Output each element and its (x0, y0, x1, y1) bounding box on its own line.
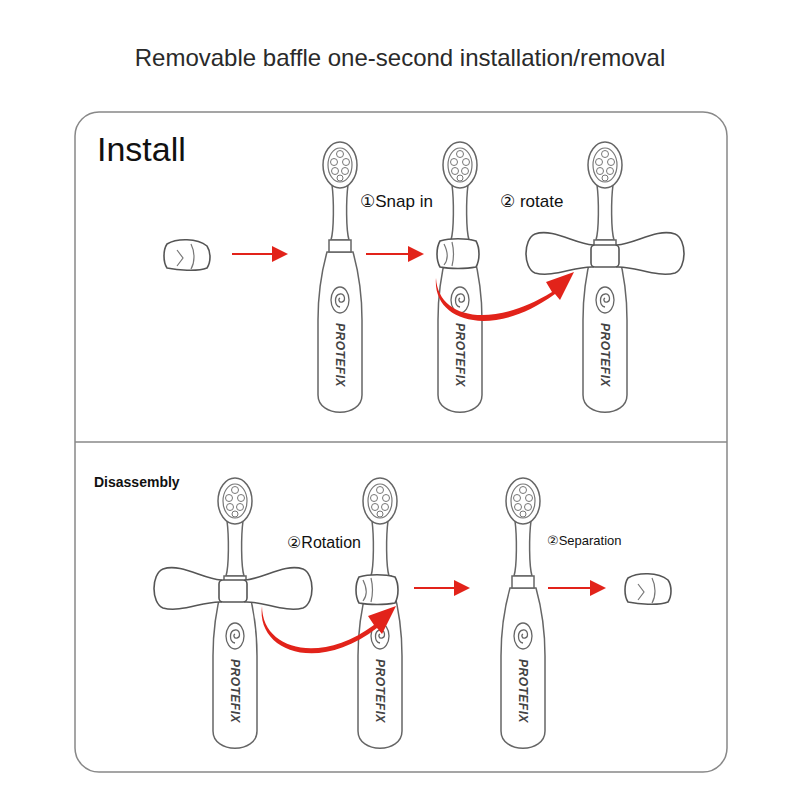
brand-name: PROTEFIX (373, 659, 387, 723)
brand-name: PROTEFIX (453, 323, 467, 387)
diagram-title: Removable baffle one-second installation… (0, 44, 800, 72)
panel-heading: Disassembly (94, 474, 180, 490)
panel-heading: Install (97, 130, 186, 169)
step-label: ①Snap in (360, 191, 433, 212)
brand-name: PROTEFIX (333, 323, 347, 387)
panel: Disassembly (75, 442, 727, 772)
brand-name: PROTEFIX (598, 323, 612, 387)
step-label: ②Separation (547, 533, 622, 548)
brand-name: PROTEFIX (228, 659, 242, 723)
step-label: ② rotate (500, 191, 563, 212)
step-label: ②Rotation (287, 533, 361, 552)
panel: Install (75, 112, 727, 442)
brand-name: PROTEFIX (516, 659, 530, 723)
